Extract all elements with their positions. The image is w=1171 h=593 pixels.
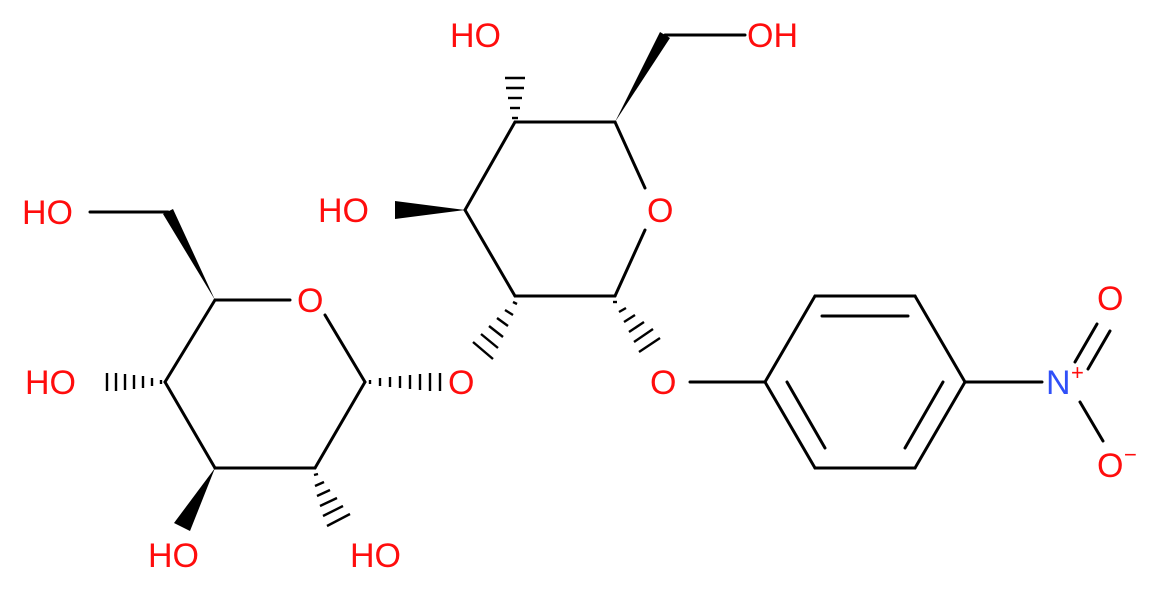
right-c3-wedge [395,201,465,219]
nitro-bonds [1073,322,1112,443]
ho-top-c3-label: HO [318,192,369,230]
right-ch2-wedge [615,32,670,122]
left-c1-hash [368,373,442,391]
o-nitro-top-label: O [1097,280,1123,318]
left-c4-hash [105,373,163,391]
benzene-bonds [688,294,1044,470]
left-c2-hash [313,472,351,528]
left-ch2-wedge [163,209,215,300]
oh-top-ch2-label: OH [747,17,798,55]
left-ring-bonds [88,210,367,470]
right-c1-hash [613,300,661,353]
ho-left-c4-label: HO [25,364,76,402]
o-minus-charge: − [1124,442,1137,467]
ho-left-ch2-label: HO [22,194,73,232]
o-glycosidic-label: O [448,364,474,402]
left-c3-wedge [174,468,215,531]
ho-top-c4-label: HO [450,17,501,55]
right-ring-bonds [463,33,747,298]
n-plus-charge: + [1071,360,1084,385]
o-nitro-bottom-label: O [1097,447,1123,485]
right-c4-hash [505,76,525,120]
ho-left-c3-label: HO [148,537,199,575]
o-ring-left-label: O [297,282,323,320]
right-c2-hash [472,300,518,360]
o-aryl-ether-label: O [650,364,676,402]
n-nitro-label: N [1046,364,1071,402]
o-ring-right-label: O [647,192,673,230]
ho-left-c2-label: HO [350,537,401,575]
